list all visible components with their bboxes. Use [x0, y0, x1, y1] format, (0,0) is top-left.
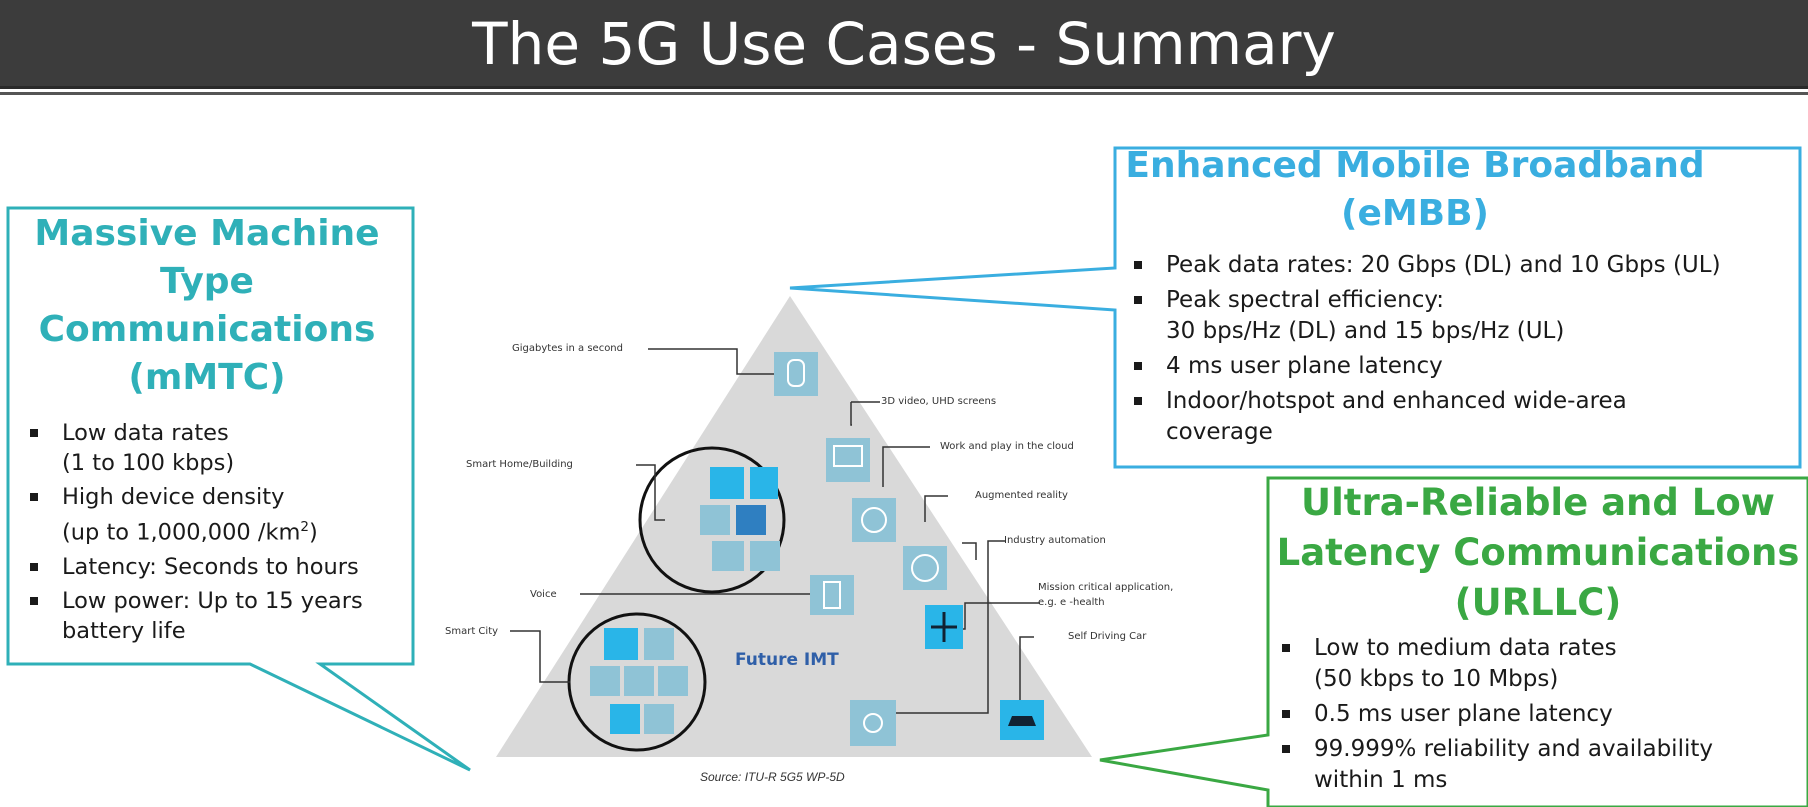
- mmtc-bullets: Low data rates(1 to 100 kbps) High devic…: [26, 418, 406, 650]
- globe-icon: [903, 546, 947, 590]
- label-smart-home: Smart Home/Building: [466, 459, 573, 470]
- list-item: High device density(up to 1,000,000 /km2…: [26, 482, 406, 548]
- list-item: Peak data rates: 20 Gbps (DL) and 10 Gbp…: [1130, 250, 1770, 281]
- label-cloud: Work and play in the cloud: [940, 441, 1074, 452]
- label-car: Self Driving Car: [1068, 631, 1147, 642]
- database-icon: [774, 352, 818, 396]
- list-item: Peak spectral efficiency:30 bps/Hz (DL) …: [1130, 285, 1770, 347]
- embb-callout: [789, 146, 1802, 469]
- label-video: 3D video, UHD screens: [881, 396, 997, 407]
- title-bar: [0, 0, 1808, 89]
- embb-title-line2: (eMBB): [1340, 193, 1490, 234]
- monitor-icon: [826, 438, 870, 482]
- label-voice: Voice: [530, 589, 557, 600]
- cloud-gaming-icon: [852, 498, 896, 542]
- embb-title-line1: Enhanced Mobile Broadband: [1125, 145, 1705, 186]
- label-gigabytes: Gigabytes in a second: [512, 343, 623, 354]
- embb-title: Enhanced Mobile Broadband (eMBB): [1115, 142, 1715, 238]
- urllc-callout: [1099, 476, 1808, 807]
- list-item: Low data rates(1 to 100 kbps): [26, 418, 406, 478]
- list-item: 0.5 ms user plane latency: [1278, 699, 1798, 730]
- list-item: Latency: Seconds to hours: [26, 552, 406, 582]
- title-underline: [0, 92, 1808, 95]
- label-smart-city: Smart City: [445, 626, 499, 637]
- label-mission-2: e.g. e -health: [1038, 597, 1105, 608]
- urllc-title-line3: (URLLC): [1454, 581, 1622, 624]
- smart-home-circle: [638, 446, 786, 594]
- urllc-title: Ultra-Reliable and Low Latency Communica…: [1268, 478, 1808, 628]
- embb-bullets: Peak data rates: 20 Gbps (DL) and 10 Gbp…: [1130, 250, 1770, 452]
- future-imt-label: Future IMT: [735, 650, 839, 670]
- list-item: Low to medium data rates(50 kbps to 10 M…: [1278, 633, 1798, 695]
- urllc-bullets: Low to medium data rates(50 kbps to 10 M…: [1278, 633, 1798, 800]
- urllc-title-line2: Latency Communications: [1276, 531, 1800, 574]
- label-ar: Augmented reality: [975, 490, 1068, 501]
- label-industry: Industry automation: [1004, 535, 1106, 546]
- label-mission-1: Mission critical application,: [1038, 582, 1174, 593]
- drone-icon: [850, 700, 896, 746]
- list-item: 4 ms user plane latency: [1130, 351, 1770, 382]
- home-monitor-icon: [710, 467, 744, 499]
- mmtc-callout: [6, 206, 471, 772]
- urllc-title-line1: Ultra-Reliable and Low: [1301, 481, 1775, 524]
- page-title: The 5G Use Cases - Summary: [472, 10, 1336, 78]
- mmtc-title: Massive Machine Type Communications (mMT…: [34, 213, 380, 398]
- icon-tiles: [590, 352, 1044, 746]
- source-caption: Source: ITU-R 5G5 WP-5D: [700, 770, 845, 784]
